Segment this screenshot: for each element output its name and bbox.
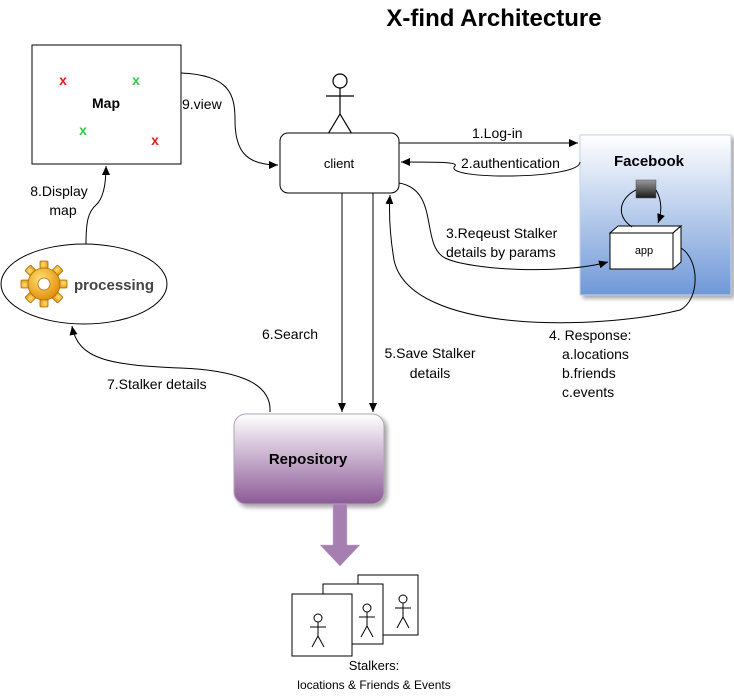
map-marker: x: [151, 132, 159, 148]
repository-output-arrow: [319, 503, 361, 567]
edge-label-response: 4. Response:: [549, 327, 632, 343]
map-label: Map: [92, 95, 120, 111]
edge-label-display: 8.Display: [30, 183, 88, 199]
token-chip-icon: [635, 179, 657, 199]
edge-label-login: 1.Log-in: [472, 125, 523, 141]
edge-label-search: 6.Search: [262, 326, 318, 342]
edge-request: [398, 182, 609, 271]
map-marker: x: [79, 122, 87, 138]
edge-label-display: map: [49, 202, 76, 218]
edge-label-response: c.events: [562, 384, 614, 400]
edge-label-save: 5.Save Stalker: [384, 345, 475, 361]
app-label: app: [635, 245, 653, 257]
stalkers-sublabel: locations & Friends & Events: [297, 678, 450, 692]
edge-token-loop: [621, 189, 660, 227]
edge-label-save: details: [410, 365, 450, 381]
processing-node: processing: [0, 243, 168, 325]
edge-label-view: 9.view: [182, 96, 223, 112]
edge-response: [385, 194, 696, 324]
processing-label: processing: [74, 277, 154, 294]
edge-display-map: [85, 165, 110, 245]
map-marker: x: [132, 72, 140, 88]
edge-stalker-details: [69, 325, 271, 413]
stalker-cards: [291, 574, 419, 657]
facebook-label: Facebook: [614, 153, 685, 170]
client-node: client: [279, 132, 400, 194]
stalkers-label: Stalkers:: [349, 658, 400, 673]
repository-box: [233, 413, 385, 505]
edge-label-request: 3.Reqeust Stalker: [446, 225, 558, 241]
map-node: Map x x x x: [31, 44, 182, 165]
repository-node: Repository: [233, 413, 385, 505]
gear-icon: [20, 260, 68, 308]
edge-view: [180, 72, 279, 169]
repository-label: Repository: [269, 451, 348, 468]
edge-authentication: [400, 158, 581, 177]
edge-label-stalker-details: 7.Stalker details: [107, 376, 207, 392]
diagram-title: X-find Architecture: [386, 5, 601, 32]
app-cube: app: [608, 224, 683, 271]
client-box: [279, 132, 400, 194]
edge-label-response: a.locations: [562, 346, 629, 362]
edge-label-response: b.friends: [562, 365, 616, 381]
edge-label-request: details by params: [446, 244, 556, 260]
client-label: client: [324, 156, 355, 171]
edges: [69, 72, 696, 413]
user-actor-icon: [326, 73, 354, 135]
facebook-node: Facebook app: [579, 134, 732, 296]
map-marker: x: [59, 72, 67, 88]
edge-label-authentication: 2.authentication: [461, 155, 560, 171]
map-box: [31, 44, 182, 165]
